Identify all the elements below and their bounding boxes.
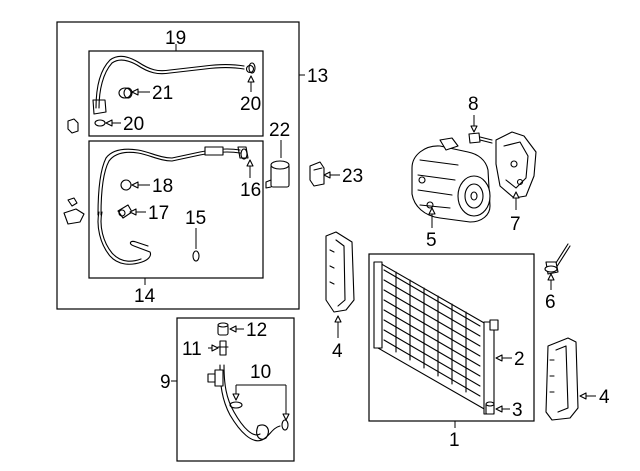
callout-9: 9 — [160, 372, 171, 393]
valve-core-11 — [217, 340, 229, 356]
o-ring-18 — [120, 179, 132, 191]
plug-3 — [485, 401, 495, 415]
callout-2: 2 — [514, 349, 525, 370]
callout-12: 12 — [246, 320, 267, 341]
o-rings-10 — [229, 401, 289, 431]
callout-4-left: 4 — [332, 341, 343, 362]
o-ring-21 — [118, 87, 133, 99]
callout-11: 11 — [182, 339, 202, 360]
callout-10: 10 — [250, 362, 271, 383]
receiver-drier-22 — [265, 160, 290, 189]
group-box-14 — [88, 140, 264, 279]
callout-23: 23 — [342, 166, 363, 187]
air-guide-4-right — [545, 337, 579, 421]
group-box-1 — [368, 253, 535, 422]
callout-18: 18 — [152, 176, 173, 197]
leader-lines — [105, 44, 596, 428]
callout-4-right: 4 — [599, 387, 610, 408]
bolt-8 — [468, 132, 493, 144]
callout-6: 6 — [545, 292, 556, 313]
ac-hose-14 — [97, 146, 249, 265]
air-guide-4-left — [325, 231, 355, 313]
bracket-left-upper — [67, 118, 79, 134]
callout-1: 1 — [449, 430, 460, 451]
bracket-left-lower — [63, 197, 85, 225]
callout-7: 7 — [510, 214, 521, 235]
callout-19: 19 — [165, 28, 186, 49]
bracket-7 — [495, 131, 537, 199]
cap-12 — [217, 322, 229, 336]
callout-5: 5 — [426, 230, 437, 251]
o-ring-15 — [192, 250, 200, 262]
callout-15: 15 — [185, 208, 206, 229]
callout-14: 14 — [134, 286, 156, 307]
callout-20-upper: 20 — [240, 94, 261, 115]
ac-hose-9 — [207, 364, 281, 442]
callout-13: 13 — [307, 66, 328, 87]
o-ring-20-upper — [248, 62, 256, 74]
callout-3: 3 — [512, 400, 523, 421]
bolt-6 — [544, 243, 571, 275]
ac-hose-19 — [92, 55, 255, 115]
callout-17: 17 — [148, 203, 169, 224]
o-ring-20-lower — [94, 119, 106, 127]
compressor-5 — [411, 137, 491, 223]
o-ring-16 — [240, 148, 248, 160]
callout-20-lower: 20 — [123, 114, 144, 135]
callout-22: 22 — [269, 120, 290, 141]
callout-16: 16 — [240, 180, 261, 201]
callout-21: 21 — [152, 83, 173, 104]
group-box-9 — [176, 317, 295, 462]
group-box-13 — [56, 21, 300, 310]
clip-23 — [309, 161, 325, 187]
callout-8: 8 — [468, 94, 479, 115]
condenser-2 — [373, 261, 499, 415]
